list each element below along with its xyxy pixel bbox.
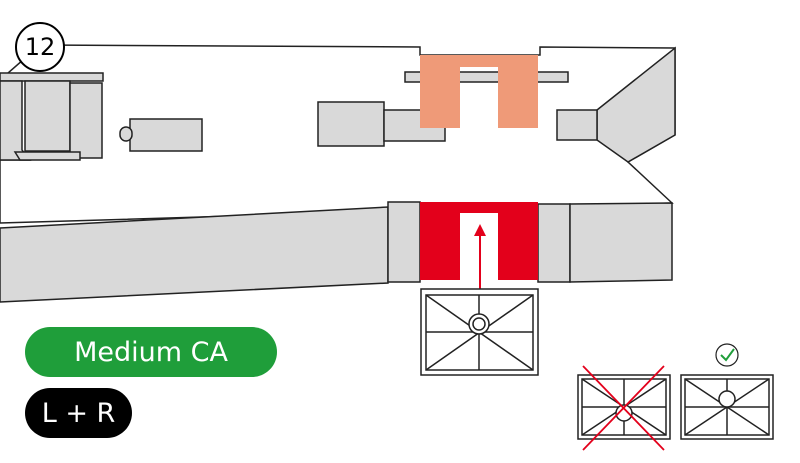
right-upper-flange (556, 46, 676, 163)
step-number: 12 (24, 33, 56, 61)
clip-correct (680, 374, 774, 440)
side-badge: L + R (25, 388, 132, 438)
clip-ghost-upper (420, 55, 538, 128)
clip-detail (420, 288, 539, 376)
check-circle-icon (715, 343, 739, 367)
red-x-icon (582, 365, 665, 451)
standoff-part (119, 118, 203, 152)
upper-rail (404, 71, 569, 83)
trim-label: Medium CA (74, 336, 228, 368)
clip-active (420, 202, 538, 280)
arrow-up-icon (474, 224, 486, 292)
side-label: L + R (41, 397, 116, 429)
lower-channel (0, 201, 673, 303)
left-rail-assembly (0, 72, 104, 161)
step-number-badge: 12 (15, 22, 65, 72)
upper-block (317, 101, 446, 147)
trim-badge: Medium CA (25, 327, 277, 377)
